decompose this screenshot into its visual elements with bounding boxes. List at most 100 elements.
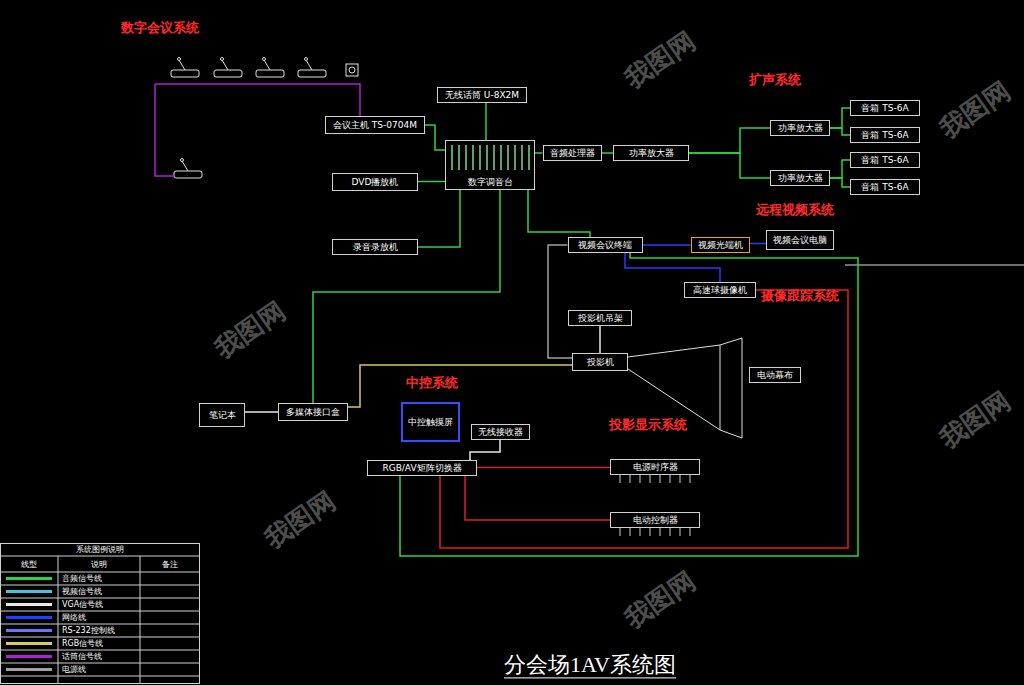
legend-swatch: [6, 629, 52, 632]
legend-text: 音频信号线: [62, 573, 102, 584]
signal-wire: [599, 326, 601, 353]
signal-wire: [830, 160, 850, 178]
legend-row: 音频信号线: [0, 572, 200, 585]
node-text: 功率放大器: [627, 148, 676, 158]
node-text: 音箱 TS-6A: [859, 155, 910, 165]
legend-row: 网络线: [0, 611, 200, 624]
conference-microphone: [171, 70, 199, 77]
conference-microphone: [174, 171, 202, 178]
conference-microphone: [349, 67, 355, 73]
matrix-switcher: RGB/AV矩阵切换器: [367, 460, 477, 476]
node-text: 电动控制器: [631, 515, 680, 525]
watermark: 我图网: [933, 73, 1017, 146]
conference-microphone: [305, 58, 308, 61]
wireless-receiver: 无线接收器: [471, 424, 530, 440]
power-outlet: [680, 528, 681, 536]
legend-table: [0, 544, 200, 684]
mixer-fader: [465, 145, 467, 170]
legend-table: [140, 556, 141, 683]
interface-box: 多媒体接口盒: [278, 403, 348, 421]
mixer-fader: [493, 145, 495, 170]
conference-microphone: [264, 60, 270, 70]
speaker: 音箱 TS-6A: [850, 127, 920, 143]
table-title: 系统图例说明: [76, 544, 124, 555]
watermark: 我图网: [618, 23, 702, 96]
section-title: 摄像跟踪系统: [761, 287, 839, 305]
node-text: 电动幕布: [755, 370, 795, 380]
power-amplifier: 功率放大器: [613, 145, 689, 161]
legend-swatch: [6, 603, 52, 606]
legend-table: [0, 663, 200, 664]
section-title: 扩声系统: [749, 71, 801, 89]
legend-row: RGB信号线: [0, 637, 200, 650]
signal-wire: [830, 178, 850, 187]
signal-wire: [400, 253, 858, 556]
legend-row: 电源线: [0, 663, 200, 676]
signal-wire: [602, 152, 614, 154]
legend-swatch: [6, 577, 52, 580]
legend-table: [1, 544, 200, 684]
mixer-fader: [472, 145, 474, 170]
fiber-transceiver: 视频光端机: [691, 237, 750, 253]
signal-wire: [440, 290, 848, 548]
conference-microphone: [222, 60, 228, 70]
node-text: 音箱 TS-6A: [859, 103, 910, 113]
mixer-fader: [451, 145, 453, 170]
node-text: 音箱 TS-6A: [859, 182, 910, 192]
signal-wire: [313, 190, 500, 403]
node-text: 高速球摄像机: [691, 285, 749, 295]
wireless-mic-receiver: 无线话筒 U-8X2M: [437, 87, 527, 103]
node-text: 中控触摸屏: [406, 417, 455, 427]
conference-microphone: [221, 58, 224, 61]
mixer-fader: [452, 145, 529, 170]
power-outlet: [690, 528, 691, 536]
audio-processor: 音频处理器: [543, 145, 602, 161]
power-sequencer: 电源时序器: [610, 459, 700, 475]
mixer-fader: [479, 145, 481, 170]
border-line: [845, 265, 1024, 266]
node-text: 无线接收器: [476, 427, 525, 437]
table-header: 备注: [162, 559, 178, 570]
node-text: 视频会议电脑: [771, 235, 829, 245]
power-outlet: [640, 475, 641, 483]
node-text: 多媒体接口盒: [284, 407, 342, 417]
legend-text: 网络线: [62, 612, 86, 623]
legend-table: [0, 572, 200, 573]
legend-table: [0, 585, 200, 586]
node-text: 投影机吊架: [576, 313, 625, 323]
legend-swatch: [6, 616, 52, 619]
power-outlet: [630, 528, 631, 536]
node-text: 录音录放机: [351, 242, 400, 252]
power-outlet: [650, 528, 651, 536]
legend-table: [58, 556, 59, 683]
signal-wire: [470, 440, 500, 460]
legend-swatch: [6, 590, 52, 593]
conference-microphone: [179, 60, 185, 70]
conference-host: 会议主机 TS-0704M: [325, 116, 425, 134]
legend-text: RS-232控制线: [62, 625, 115, 636]
node-text: 笔记本: [207, 410, 238, 420]
conference-microphone: [178, 58, 181, 61]
conference-microphone: [306, 60, 312, 70]
node-text: 音频处理器: [548, 148, 597, 158]
power-outlet: [680, 475, 681, 483]
node-text: 视频会议终端: [576, 240, 634, 250]
audio-mixer: 数字调音台: [445, 140, 535, 190]
legend-text: 话筒信号线: [62, 651, 102, 662]
signal-wire: [830, 108, 850, 128]
node-text: RGB/AV矩阵切换器: [380, 463, 463, 473]
recorder: 录音录放机: [332, 239, 418, 255]
conference-microphone: [256, 70, 284, 77]
legend-table: [0, 611, 200, 612]
legend-row: 视频信号线: [0, 585, 200, 598]
mixer-fader: [514, 145, 516, 170]
conference-microphone: [346, 64, 358, 76]
legend-table: [0, 637, 200, 638]
power-outlet: [670, 528, 671, 536]
legend-row: 话筒信号线: [0, 650, 200, 663]
legend-table: [0, 676, 200, 677]
mixer-fader: [486, 145, 488, 170]
signal-wire: [528, 190, 590, 237]
legend-text: RGB信号线: [62, 638, 103, 649]
speaker: 音箱 TS-6A: [850, 152, 920, 168]
